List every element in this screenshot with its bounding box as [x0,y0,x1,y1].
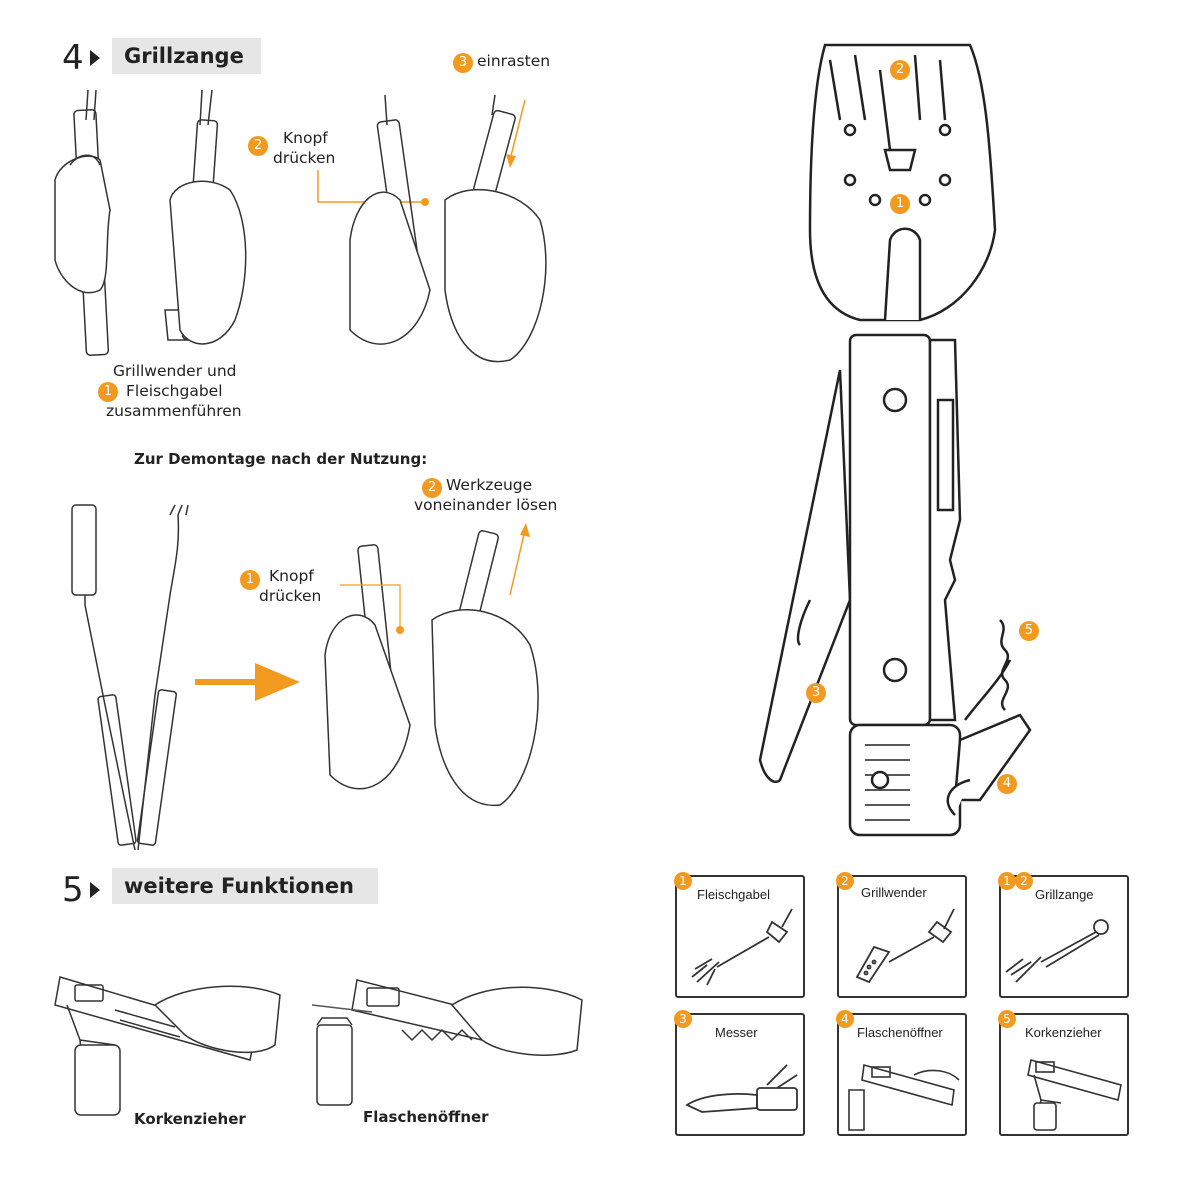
disassembly-heading: Zur Demontage nach der Nutzung: [134,450,428,468]
knife-icon [685,1064,798,1113]
card-messer: 3 Messer [674,1010,805,1136]
card-title: Flaschenöffner [857,1025,943,1040]
disassembly-step-1-label-line1: Knopf [269,567,314,585]
card-grillwender: 2 Grillwender [836,872,967,998]
multitool-diagram [758,43,1032,837]
disassembly-step-1-badge: 1 [240,570,260,590]
disassembly-illustration [71,504,539,851]
step-1-label-line2: Fleischgabel [126,382,223,400]
step-3-label: einrasten [477,52,551,70]
card-grillzange: 1 2 Grillzange [998,872,1129,998]
corkscrew-illustration [54,976,281,1116]
disassembly-step-1-label-line2: drücken [259,587,322,605]
card-title: Grillzange [1035,887,1094,902]
caption-bottle-opener: Flaschenöffner [363,1108,489,1126]
card-badge: 3 [674,1010,692,1028]
card-title: Messer [715,1025,758,1040]
step-2-badge: 2 [248,136,268,156]
card-title: Fleischgabel [697,887,770,902]
disassembly-step-2-badge: 2 [422,478,442,498]
card-badge: 1 [674,872,692,890]
card-badge: 4 [836,1010,854,1028]
fork-icon [691,908,793,986]
disassembly-step-2-label-line2: voneinander lösen [414,496,558,514]
caption-corkscrew: Korkenzieher [134,1110,246,1128]
corkscrew-icon [1027,1058,1122,1131]
card-flaschenoeffner: 4 Flaschenöffner [836,1010,967,1136]
step-1-label-line3: zusammenführen [106,402,242,420]
step-1-badge: 1 [98,382,118,402]
card-fleischgabel: 1 Fleischgabel [674,872,805,998]
callout-2-badge: 2 [890,60,910,80]
assembly-illustration [54,89,547,363]
section-4-arrow-icon [90,50,100,66]
section-5-number: 5 [62,870,84,910]
callout-3-badge: 3 [806,683,826,703]
spatula-icon [855,908,955,984]
disassembly-step-2-label-line1: Werkzeuge [446,476,533,494]
card-korkenzieher: 5 Korkenzieher [998,1010,1129,1136]
callout-4-badge: 4 [997,774,1017,794]
callout-1-badge: 1 [890,194,910,214]
callout-5-badge: 5 [1019,621,1039,641]
bottle-opener-icon [848,1063,960,1131]
step-3-badge: 3 [453,53,473,73]
card-title: Grillwender [861,885,927,900]
step-1-label-line1: Grillwender und [113,362,237,380]
step-2-label-line1: Knopf [283,129,328,147]
section-5-title: weitere Funktionen [112,868,378,904]
section-4-number: 4 [62,38,84,78]
card-title: Korkenzieher [1025,1025,1102,1040]
step-2-label-line2: drücken [273,149,336,167]
tongs-icon [1005,919,1109,983]
card-badge: 2 [836,872,854,890]
card-badge-1: 1 [998,872,1016,890]
section-4-title: Grillzange [112,38,261,74]
card-badge-2: 2 [1015,872,1033,890]
card-badge: 5 [998,1010,1016,1028]
bottle-opener-illustration [311,979,583,1106]
section-5-arrow-icon [90,882,100,898]
